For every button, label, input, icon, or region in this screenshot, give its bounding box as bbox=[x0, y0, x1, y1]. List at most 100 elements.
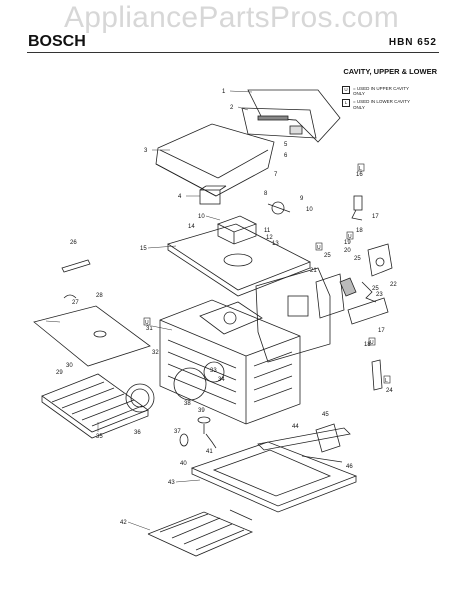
cavity-badges: L U U U L U bbox=[145, 166, 388, 384]
cavity-ribs bbox=[167, 339, 293, 405]
part-46 bbox=[301, 455, 343, 463]
part-side-window bbox=[287, 295, 309, 317]
callout-17b: 17 bbox=[378, 328, 385, 334]
callout-31: 31 bbox=[146, 326, 153, 332]
part-selector-switch bbox=[367, 243, 393, 277]
part-rack-35 bbox=[41, 373, 149, 439]
callout-41: 41 bbox=[206, 449, 213, 455]
legend-lower-code: L bbox=[342, 99, 350, 108]
callout-12: 12 bbox=[266, 235, 273, 241]
callout-11: 11 bbox=[264, 228, 271, 234]
callout-5: 5 bbox=[284, 142, 288, 148]
callout-37: 37 bbox=[174, 429, 181, 435]
legend-upper-code: U bbox=[342, 86, 350, 94]
callout-20: 20 bbox=[344, 248, 351, 254]
callout-22: 22 bbox=[390, 282, 397, 288]
part-bracket-45 bbox=[315, 423, 341, 453]
callout-8: 8 bbox=[264, 191, 268, 197]
part-thermostat bbox=[315, 273, 345, 319]
callout-44: 44 bbox=[292, 424, 299, 430]
part-terminal-block bbox=[347, 297, 389, 325]
callout-2: 2 bbox=[230, 105, 234, 111]
header-rule bbox=[27, 52, 439, 53]
callout-34: 34 bbox=[218, 377, 225, 383]
part-41 bbox=[205, 433, 217, 449]
callout-39: 39 bbox=[198, 408, 205, 414]
callout-32: 32 bbox=[152, 350, 159, 356]
legend-upper: U = USED IN UPPER CAVITY ONLY bbox=[342, 86, 415, 96]
part-spring bbox=[361, 281, 377, 303]
callout-30: 30 bbox=[66, 363, 73, 369]
callout-15: 15 bbox=[140, 246, 147, 252]
section-title: CAVITY, UPPER & LOWER bbox=[343, 67, 437, 76]
callout-13: 13 bbox=[272, 241, 279, 247]
callout-25b: 25 bbox=[354, 256, 361, 262]
callout-38: 38 bbox=[184, 401, 191, 407]
callout-21: 21 bbox=[310, 268, 317, 274]
callout-19: 19 bbox=[344, 240, 351, 246]
callout-6: 6 bbox=[284, 153, 288, 159]
callout-45: 45 bbox=[322, 412, 329, 418]
callout-4: 4 bbox=[178, 194, 182, 200]
callout-29: 29 bbox=[56, 370, 63, 376]
callout-28: 28 bbox=[96, 293, 103, 299]
part-bracket-24 bbox=[371, 359, 383, 391]
callout-9: 9 bbox=[300, 196, 304, 202]
callout-7: 7 bbox=[274, 172, 278, 178]
callout-17a: 17 bbox=[372, 214, 379, 220]
part-bake-element bbox=[147, 509, 254, 557]
cavity-badge-boxes bbox=[143, 163, 391, 384]
part-rail bbox=[257, 427, 351, 451]
legend-lower-text: = USED IN LOWER CAVITY ONLY bbox=[353, 99, 410, 110]
callout-25c: 25 bbox=[372, 286, 379, 292]
part-side-wall bbox=[255, 267, 331, 363]
part-main-cavity bbox=[159, 299, 301, 425]
callout-35: 35 bbox=[96, 434, 103, 440]
part-light-lens bbox=[179, 433, 189, 447]
part-control-strip bbox=[241, 107, 317, 139]
callout-18b: 18 bbox=[364, 342, 371, 348]
legend: U = USED IN UPPER CAVITY ONLY L = USED I… bbox=[342, 86, 415, 113]
part-fan bbox=[271, 201, 285, 215]
callout-14: 14 bbox=[188, 224, 195, 230]
badge-16: L bbox=[359, 166, 362, 172]
watermark: AppliancePartsPros.com bbox=[63, 1, 400, 34]
callout-3: 3 bbox=[144, 148, 148, 154]
callout-18a: 18 bbox=[356, 228, 363, 234]
brand-logo: BOSCH bbox=[28, 33, 86, 50]
legend-upper-text: = USED IN UPPER CAVITY ONLY bbox=[353, 86, 409, 97]
part-cavity-top bbox=[167, 223, 311, 291]
part-insulation-pad bbox=[33, 305, 151, 367]
legend-lower: L = USED IN LOWER CAVITY ONLY bbox=[342, 99, 415, 110]
callout-25a: 25 bbox=[324, 253, 331, 259]
part-junction-box bbox=[216, 215, 258, 233]
badge-24: L bbox=[385, 378, 388, 384]
badge-19: U bbox=[348, 234, 352, 240]
callout-24: 24 bbox=[386, 388, 393, 394]
callout-27: 27 bbox=[72, 300, 79, 306]
callout-16: 16 bbox=[356, 172, 363, 178]
part-16 bbox=[353, 195, 363, 211]
part-39 bbox=[197, 416, 211, 424]
callout-23: 23 bbox=[376, 292, 383, 298]
callout-10b: 10 bbox=[198, 214, 205, 220]
part-relay bbox=[199, 189, 221, 205]
badge-21: U bbox=[317, 245, 321, 251]
callout-40: 40 bbox=[180, 461, 187, 467]
callout-33: 33 bbox=[210, 368, 217, 374]
part-clip bbox=[63, 294, 77, 299]
drawing-lines bbox=[33, 89, 393, 557]
callout-10a: 10 bbox=[306, 207, 313, 213]
part-hinge-bracket bbox=[61, 259, 91, 273]
part-convection-element bbox=[125, 383, 155, 413]
callout-43: 43 bbox=[168, 480, 175, 486]
callout-46: 46 bbox=[346, 464, 353, 470]
part-fan-cover bbox=[173, 367, 207, 401]
model-number: HBN 652 bbox=[388, 37, 437, 48]
callout-1: 1 bbox=[222, 89, 226, 95]
callout-26: 26 bbox=[70, 240, 77, 246]
leader-lines bbox=[45, 90, 253, 531]
badge-17: U bbox=[370, 340, 374, 346]
